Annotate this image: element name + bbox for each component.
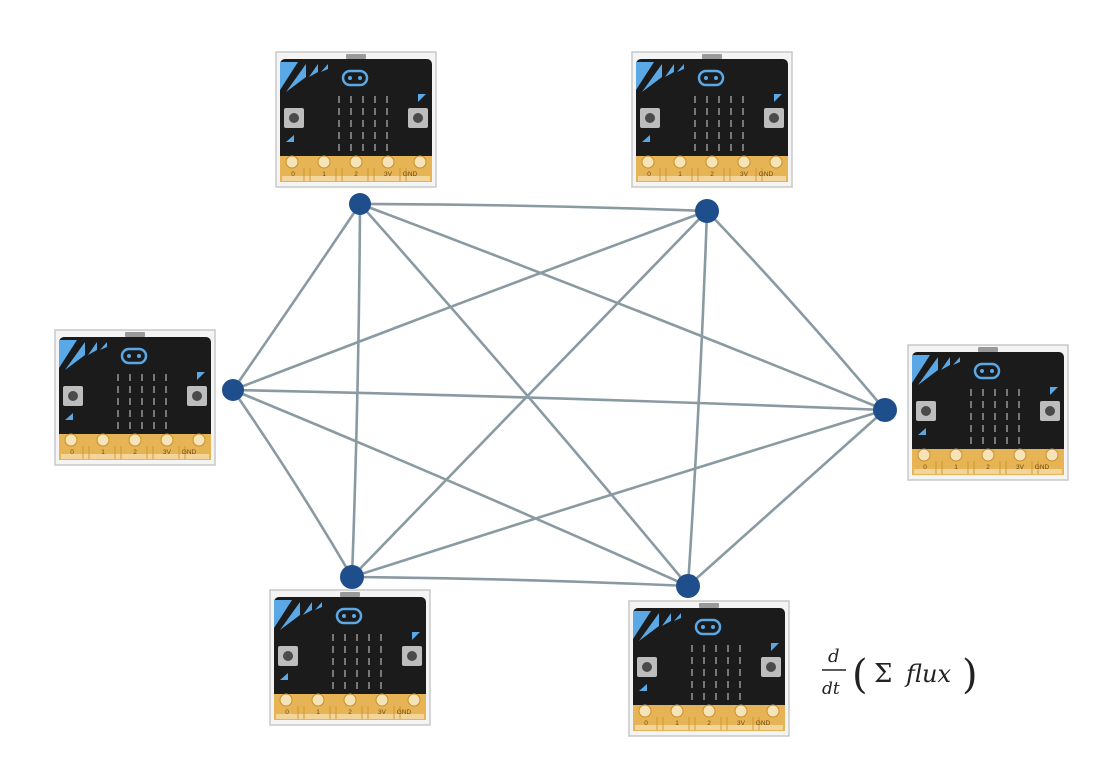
connection-line bbox=[231, 388, 690, 588]
microbit-board-left: 0 1 2 3V GND bbox=[53, 328, 217, 467]
connection-line bbox=[350, 408, 887, 579]
pin-label: 3V bbox=[740, 171, 749, 178]
node-top-right bbox=[695, 199, 719, 223]
pin-label: GND bbox=[182, 449, 197, 456]
connection-line bbox=[358, 202, 887, 412]
pin-label: GND bbox=[759, 171, 774, 178]
formula-flux: flux bbox=[904, 660, 951, 688]
pin-labels: 0 1 2 3V GND bbox=[291, 171, 417, 178]
microbit-board-top-right: 0 1 2 3V GND bbox=[630, 50, 794, 189]
connection-line bbox=[686, 408, 887, 588]
pin-labels: 0 1 2 3V GND bbox=[923, 464, 1049, 471]
pin-label: GND bbox=[397, 709, 412, 716]
connection-lines bbox=[231, 202, 887, 588]
pin-label: 1 bbox=[678, 171, 682, 178]
pin-label: 1 bbox=[322, 171, 326, 178]
connection-line bbox=[231, 388, 887, 412]
node-bottom-left bbox=[340, 565, 364, 589]
connection-line bbox=[231, 202, 362, 392]
flux-formula: d dt ( Σ flux ) bbox=[822, 646, 978, 699]
connection-line bbox=[350, 575, 690, 588]
pin-label: 0 bbox=[285, 709, 289, 716]
formula-sigma: Σ bbox=[874, 659, 892, 689]
connection-line bbox=[686, 209, 709, 588]
pin-label: 3V bbox=[737, 720, 746, 727]
pin-label: 3V bbox=[384, 171, 393, 178]
node-top-left bbox=[349, 193, 371, 215]
pin-labels: 0 1 2 3V GND bbox=[647, 171, 773, 178]
pin-label: GND bbox=[403, 171, 418, 178]
pin-labels: 0 1 2 3V GND bbox=[285, 709, 411, 716]
pin-label: GND bbox=[756, 720, 771, 727]
pin-label: 1 bbox=[675, 720, 679, 727]
formula-close-paren: ) bbox=[962, 652, 978, 698]
microbit-board-bottom-left: 0 1 2 3V GND bbox=[268, 588, 432, 727]
node-left bbox=[222, 379, 244, 401]
connection-line bbox=[350, 202, 362, 579]
pin-labels: 0 1 2 3V GND bbox=[70, 449, 196, 456]
pin-label: 2 bbox=[986, 464, 990, 471]
pin-label: 2 bbox=[133, 449, 137, 456]
pin-label: GND bbox=[1035, 464, 1050, 471]
node-bottom-right bbox=[676, 574, 700, 598]
connection-line bbox=[231, 209, 709, 392]
pin-label: 1 bbox=[316, 709, 320, 716]
formula-denominator: dt bbox=[822, 679, 840, 699]
connection-line bbox=[705, 209, 887, 412]
microbit-board-top-left: 0 1 2 3V GND bbox=[274, 50, 438, 189]
pin-label: 1 bbox=[954, 464, 958, 471]
connection-line bbox=[358, 202, 690, 588]
pin-label: 3V bbox=[1016, 464, 1025, 471]
pin-label: 1 bbox=[101, 449, 105, 456]
pin-label: 3V bbox=[378, 709, 387, 716]
connection-line bbox=[231, 388, 354, 579]
connection-line bbox=[350, 209, 709, 579]
connection-line bbox=[358, 202, 709, 213]
formula-open-paren: ( bbox=[852, 652, 868, 698]
pin-label: 0 bbox=[644, 720, 648, 727]
pin-label: 0 bbox=[647, 171, 651, 178]
microbit-board-right: 0 1 2 3V GND bbox=[906, 343, 1070, 482]
pin-label: 0 bbox=[70, 449, 74, 456]
formula-numerator: d bbox=[828, 646, 840, 667]
pin-label: 2 bbox=[707, 720, 711, 727]
pin-label: 0 bbox=[923, 464, 927, 471]
microbit-board-bottom-right: 0 1 2 3V GND bbox=[627, 599, 791, 738]
pin-labels: 0 1 2 3V GND bbox=[644, 720, 770, 727]
pin-label: 2 bbox=[354, 171, 358, 178]
node-right bbox=[873, 398, 897, 422]
pin-label: 3V bbox=[163, 449, 172, 456]
pin-label: 0 bbox=[291, 171, 295, 178]
pin-label: 2 bbox=[710, 171, 714, 178]
pin-label: 2 bbox=[348, 709, 352, 716]
